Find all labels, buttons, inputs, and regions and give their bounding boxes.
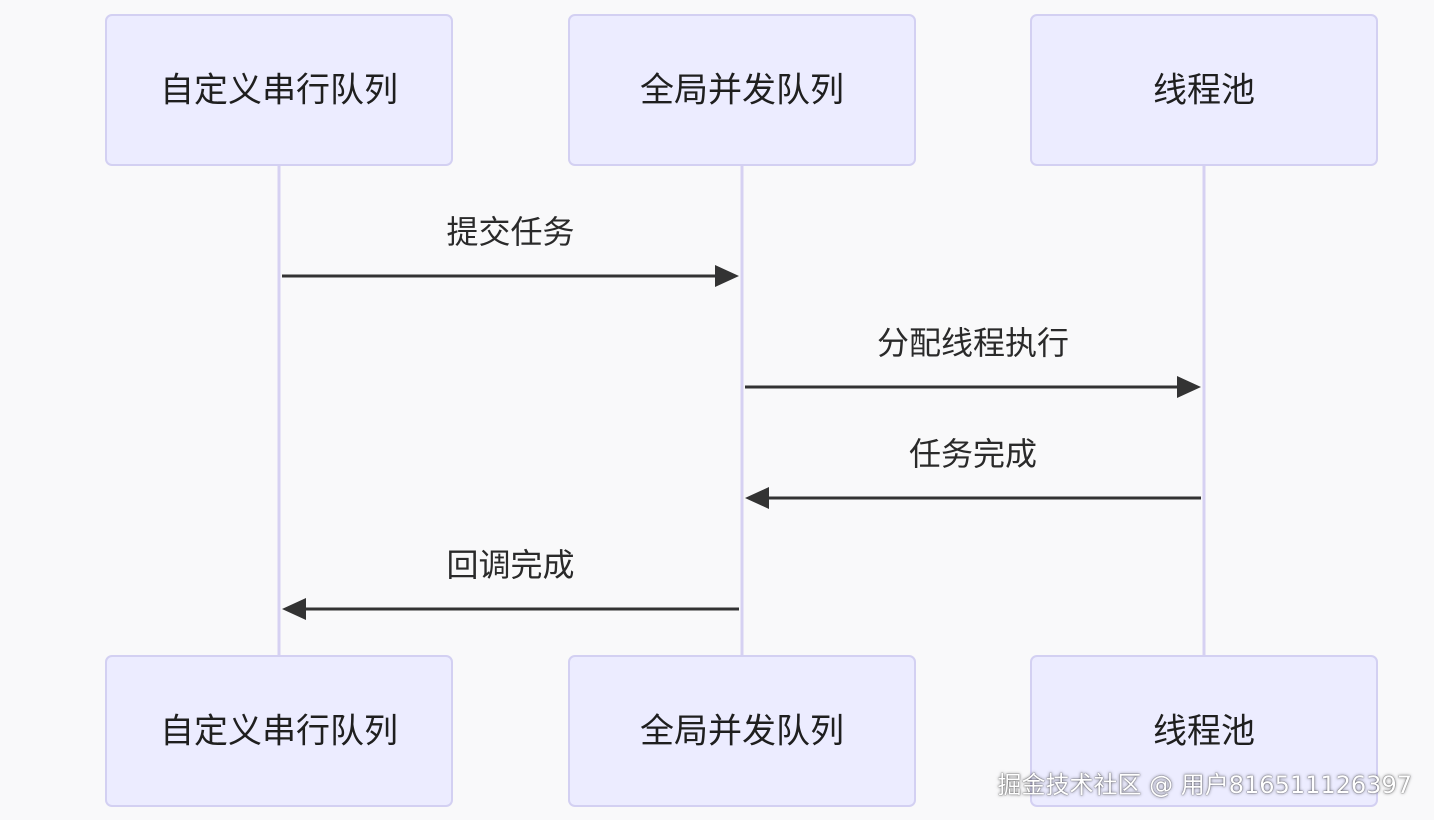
message-label: 任务完成 — [909, 435, 1037, 473]
actor-label: 自定义串行队列 — [160, 712, 398, 752]
actor-global-bottom: 全局并发队列 — [568, 655, 916, 807]
lifelines — [277, 165, 1206, 656]
arrowhead — [282, 598, 306, 620]
arrowhead — [1177, 376, 1201, 398]
arrowhead — [715, 265, 739, 287]
message-4: 回调完成 — [282, 546, 739, 620]
watermark: 掘金技术社区 @ 用户816511126397 — [997, 771, 1413, 799]
message-1: 提交任务 — [282, 213, 739, 287]
actor-serial-bottom: 自定义串行队列 — [105, 655, 453, 807]
actors-bottom: 自定义串行队列 全局并发队列 线程池 — [105, 655, 1378, 807]
actor-box — [568, 655, 916, 807]
actors-top: 自定义串行队列 全局并发队列 线程池 — [105, 14, 1378, 166]
actor-label: 全局并发队列 — [640, 71, 844, 111]
actor-box — [1030, 655, 1378, 807]
actor-pool-bottom: 线程池 — [1030, 655, 1378, 807]
arrowhead — [745, 487, 769, 509]
actor-serial-top: 自定义串行队列 — [105, 14, 453, 166]
actor-box — [105, 14, 453, 166]
actor-label: 线程池 — [1153, 71, 1255, 111]
actor-label: 自定义串行队列 — [160, 71, 398, 111]
actor-box — [568, 14, 916, 166]
actor-global-top: 全局并发队列 — [568, 14, 916, 166]
actor-label: 线程池 — [1153, 712, 1255, 752]
actor-box — [1030, 14, 1378, 166]
message-2: 分配线程执行 — [745, 324, 1201, 398]
actor-label: 全局并发队列 — [640, 712, 844, 752]
actor-pool-top: 线程池 — [1030, 14, 1378, 166]
message-label: 提交任务 — [446, 213, 574, 251]
actor-box — [105, 655, 453, 807]
message-3: 任务完成 — [745, 435, 1201, 509]
message-label: 分配线程执行 — [877, 324, 1069, 362]
message-label: 回调完成 — [446, 546, 574, 584]
